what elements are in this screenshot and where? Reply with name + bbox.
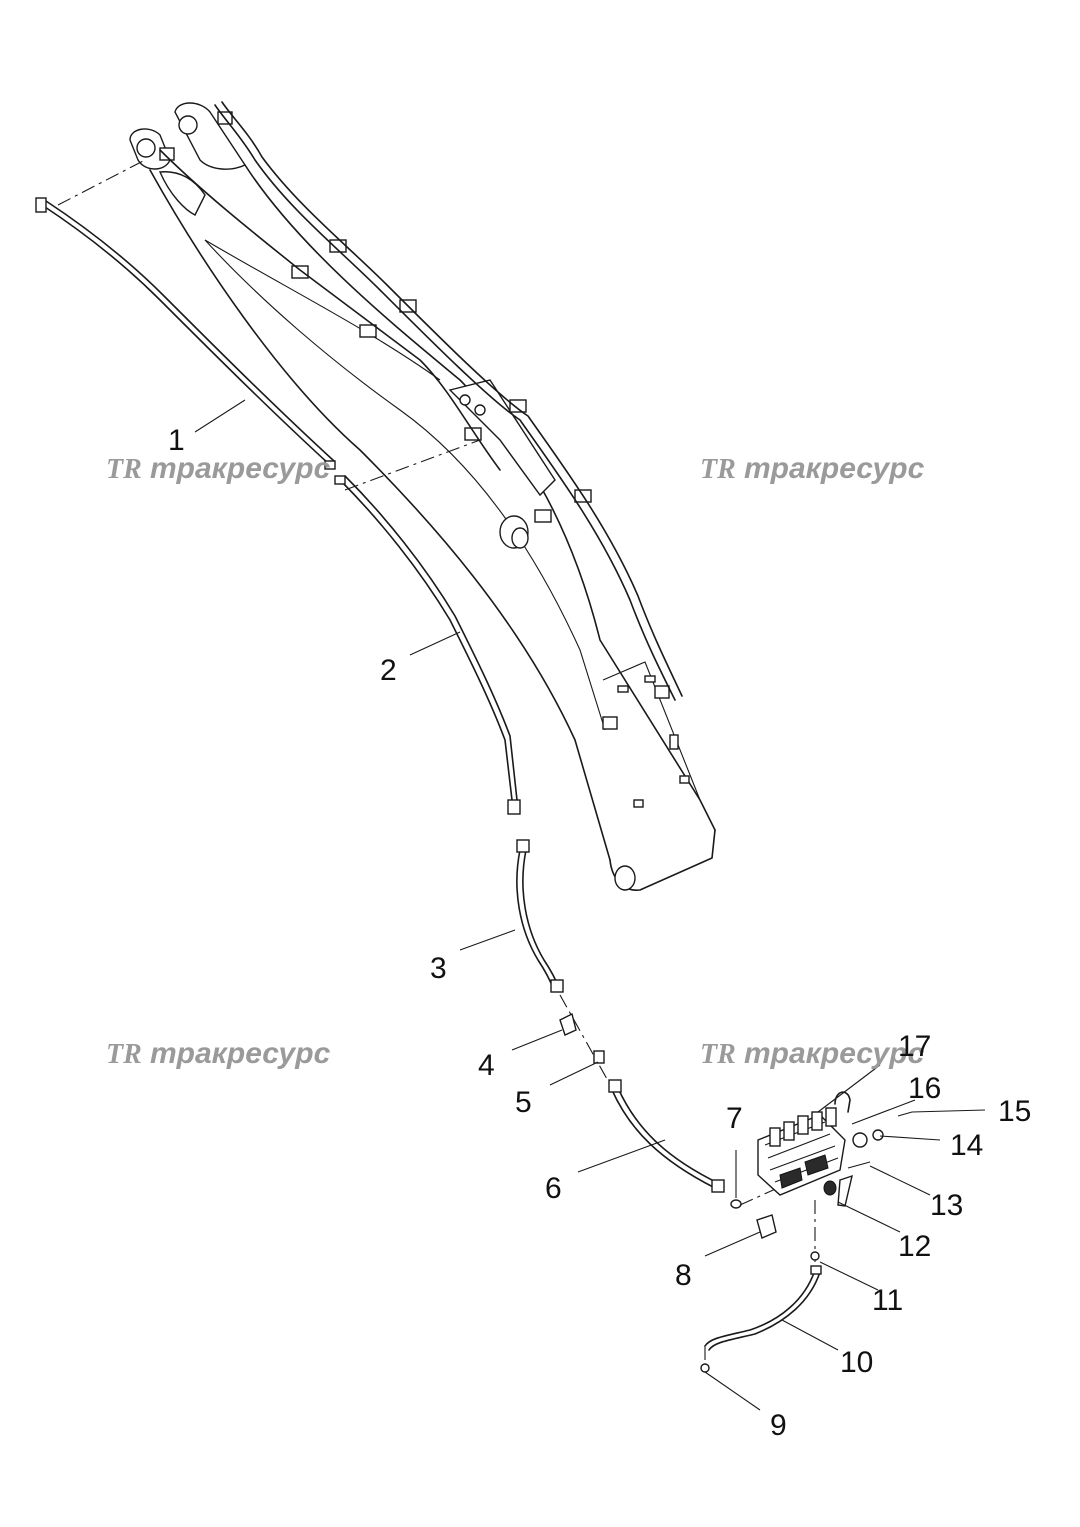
part-13 — [847, 1161, 871, 1169]
hose-3-end — [550, 979, 564, 993]
watermark-text: тракресурс — [150, 1037, 331, 1070]
callouts: 1 2 3 4 5 6 7 8 9 10 11 12 13 14 15 16 1… — [168, 424, 1031, 1442]
callout-12: 12 — [898, 1230, 931, 1263]
callout-15: 15 — [998, 1095, 1031, 1128]
boom-foot-pin — [614, 865, 636, 891]
pipe-clamp — [534, 509, 552, 523]
block-8 — [756, 1214, 777, 1239]
part-12 — [823, 1180, 837, 1196]
bracket-hole — [474, 404, 486, 416]
boom-plate-slot — [617, 685, 629, 693]
pipe-2 — [334, 475, 521, 815]
callout-5: 5 — [515, 1086, 532, 1119]
watermark-text: тракресурс — [744, 1037, 925, 1070]
callout-7: 7 — [726, 1102, 743, 1135]
valve-spool — [769, 1127, 781, 1147]
pipe-clamp — [602, 716, 618, 730]
boom-plate-slot — [669, 734, 679, 750]
valve-spool — [797, 1115, 809, 1135]
hose-10 — [704, 1265, 822, 1351]
watermark-text: тракресурс — [744, 452, 925, 485]
pipe-1-fitting — [35, 197, 47, 213]
watermark: TR тракресурс — [106, 1037, 331, 1070]
boom-arm — [129, 102, 716, 891]
boom-head-web — [158, 171, 206, 216]
callout-4: 4 — [478, 1049, 495, 1082]
pipe-1 — [35, 197, 336, 470]
pipe-1-fitting — [324, 460, 336, 470]
pipe-clamp — [291, 265, 309, 279]
callout-17: 17 — [898, 1030, 931, 1063]
watermark: TR тракресурс — [700, 1037, 925, 1070]
callout-11: 11 — [872, 1284, 903, 1317]
callout-2: 2 — [380, 654, 397, 687]
hose-6-end — [711, 1179, 725, 1193]
boom-pipes — [159, 101, 683, 701]
pipe-2-fitting — [334, 475, 346, 485]
adapter-5 — [593, 1050, 605, 1064]
boom-plate-slot — [679, 775, 690, 784]
watermark-logo: TR — [700, 454, 736, 485]
callout-13: 13 — [930, 1189, 963, 1222]
pipe-clamp — [509, 399, 527, 413]
part-14b — [872, 1129, 884, 1141]
callout-1: 1 — [168, 424, 185, 457]
watermark: TR тракресурс — [106, 452, 331, 485]
part-12-lever — [837, 1174, 853, 1207]
bracket-4 — [559, 1012, 577, 1036]
valve-spool — [825, 1107, 837, 1127]
pipe-2-fitting — [507, 799, 521, 815]
control-valve — [757, 1107, 846, 1196]
watermark: TR тракресурс — [700, 452, 925, 485]
pipe-clamp — [359, 324, 377, 338]
bracket-hole — [459, 394, 471, 406]
centerline — [344, 439, 481, 491]
watermark-text: тракресурс — [150, 452, 331, 485]
side-boss-hole — [511, 527, 529, 549]
boom-plate-slot — [633, 799, 644, 808]
fitting-7 — [730, 1199, 742, 1209]
watermark-logo: TR — [106, 1039, 142, 1070]
hose-10-end — [810, 1265, 822, 1275]
boom-head-boss — [174, 102, 247, 170]
boom-head-pin — [136, 138, 156, 158]
callout-8: 8 — [675, 1259, 692, 1292]
fitting-11 — [810, 1251, 820, 1261]
centerline — [559, 994, 613, 1089]
centerline — [57, 159, 146, 206]
hose-3 — [516, 839, 564, 993]
watermark-logo: TR — [106, 454, 142, 485]
part-14 — [852, 1132, 868, 1148]
pipe-clamp — [159, 147, 175, 161]
part-17 — [834, 1091, 851, 1113]
watermark-logo: TR — [700, 1039, 736, 1070]
valve-spool — [783, 1121, 795, 1141]
hose-6 — [608, 1079, 725, 1193]
hose-3-end — [516, 839, 530, 853]
callout-16: 16 — [908, 1072, 941, 1105]
callout-9: 9 — [770, 1409, 787, 1442]
part-9 — [700, 1363, 710, 1373]
callout-14: 14 — [950, 1129, 983, 1162]
boom-plate-slot — [644, 675, 656, 683]
boom-head-pin — [178, 115, 198, 135]
valve-spool — [811, 1111, 823, 1131]
callout-3: 3 — [430, 952, 447, 985]
callout-10: 10 — [840, 1346, 873, 1379]
callout-6: 6 — [545, 1172, 562, 1205]
hose-6-end — [608, 1079, 622, 1093]
part-15 — [897, 1111, 913, 1117]
pipe-clamp — [654, 685, 670, 699]
leader-lines — [194, 399, 986, 1411]
